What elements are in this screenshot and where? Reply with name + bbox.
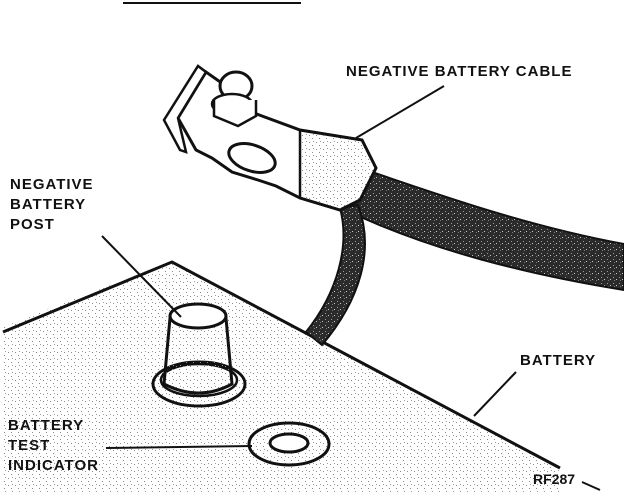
leader-cable <box>355 85 445 139</box>
figure-code: RF287 <box>533 471 576 487</box>
label-negative-battery-post: NEGATIVE BATTERY POST <box>10 175 94 235</box>
label-post-line-3: POST <box>10 216 55 233</box>
label-post-line-2: BATTERY <box>10 196 87 213</box>
label-indicator-line-3: INDICATOR <box>8 457 99 474</box>
cable-terminal <box>162 64 378 212</box>
cable <box>304 166 624 347</box>
leader-post <box>101 235 182 318</box>
negative-battery-post <box>151 302 247 408</box>
leader-battery <box>473 371 517 417</box>
leader-lines <box>101 85 601 491</box>
label-post-line-1: NEGATIVE <box>10 176 94 193</box>
label-negative-battery-cable: NEGATIVE BATTERY CABLE <box>346 63 573 80</box>
label-indicator-line-2: TEST <box>8 437 51 454</box>
battery-case <box>2 260 561 492</box>
leader-indicator <box>105 445 253 449</box>
battery-test-indicator <box>247 421 331 467</box>
label-indicator-line-1: BATTERY <box>8 417 85 434</box>
leader-code <box>581 481 601 491</box>
label-battery-test-indicator: BATTERY TEST INDICATOR <box>8 416 99 476</box>
label-battery: BATTERY <box>520 352 597 369</box>
